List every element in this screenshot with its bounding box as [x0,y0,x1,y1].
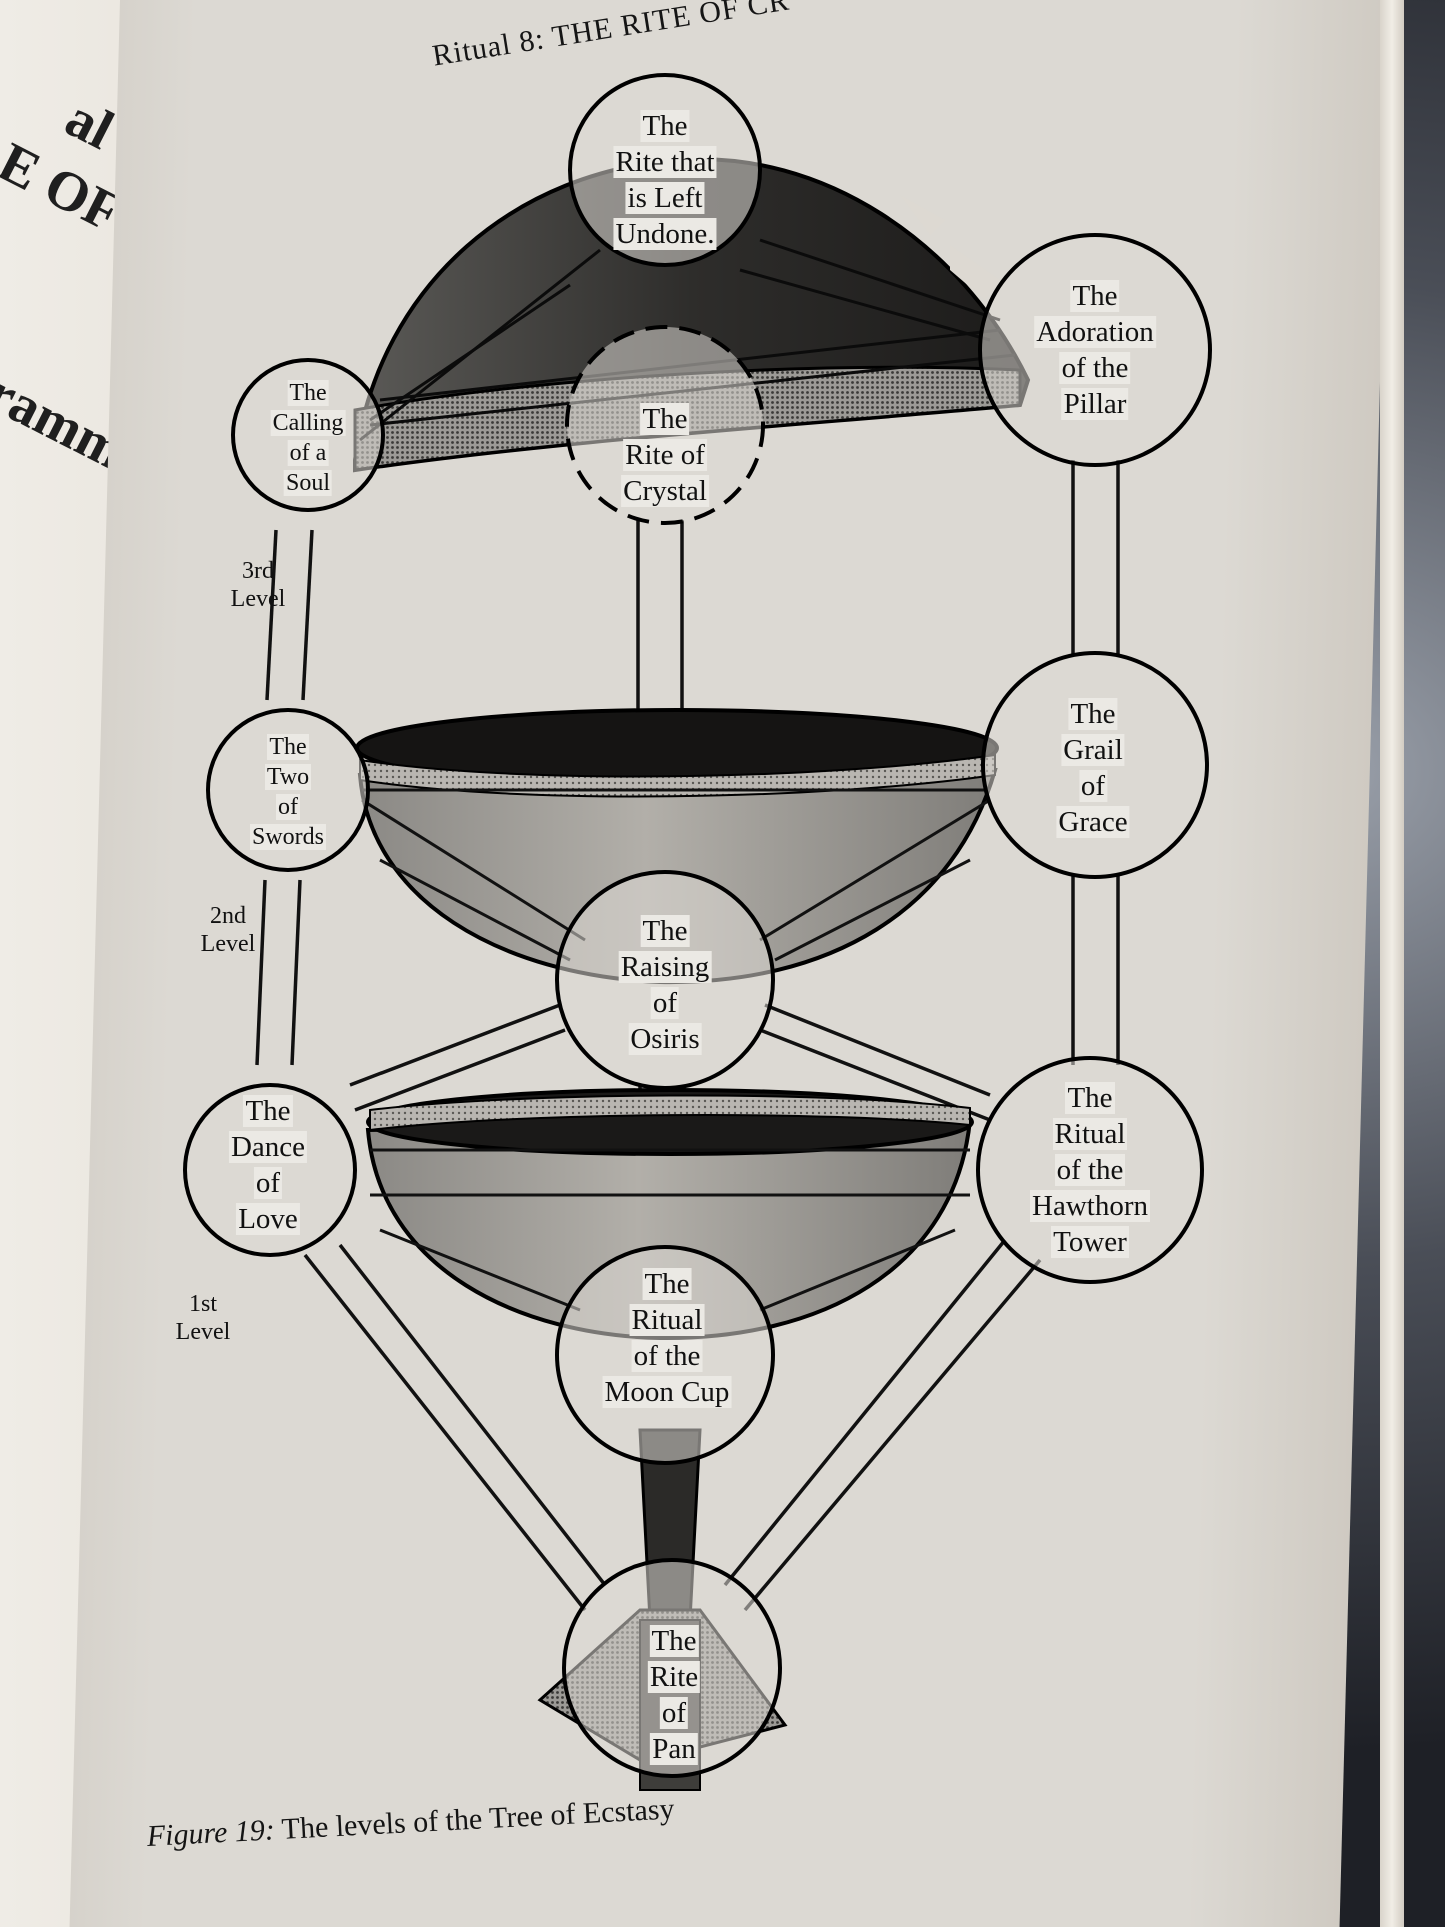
sphere-label-line: The [1070,280,1120,312]
sphere-label-line: Ritual [1052,1118,1128,1150]
sphere-label-line: The [1065,1082,1115,1114]
sphere-label-line: The [243,1095,293,1127]
sphere-label-line: Undone. [613,218,717,250]
sphere-label-line: Hawthorn [1030,1190,1150,1222]
sphere-label-line: is Left [625,182,705,214]
sphere-label-line: The [640,110,690,142]
sphere-label-line: The [640,915,690,947]
sphere-label-line: The [267,734,309,760]
sphere-adoration-pillar [978,233,1212,467]
sphere-label-line: Rite that [613,146,717,178]
sphere-label-line: The [649,1625,699,1657]
sphere-label-line: Ritual [629,1304,705,1336]
spheres [183,73,1212,1778]
sphere-label-line: of [253,1167,283,1199]
sphere-label-line: Rite [647,1661,701,1693]
sphere-label-line: The [287,380,329,406]
sphere-label-line: Adoration [1034,316,1156,348]
sphere-label-line: of the [1054,1154,1126,1186]
sphere-label-line: Pillar [1061,388,1129,420]
sphere-label-line: Moon Cup [602,1376,732,1408]
sphere-label-line: The [640,403,690,435]
sphere-label-line: Soul [283,470,333,496]
sphere-label-line: Two [264,764,312,790]
sphere-label-line: of a [287,440,329,466]
sphere-label-line: Rite of [623,439,707,471]
sphere-two-swords [206,708,370,872]
sphere-label-line: The [1068,698,1118,730]
sphere-label-line: The [642,1268,692,1300]
lower-bowl [365,1088,974,1341]
sphere-label-line: Dance [228,1131,308,1163]
sphere-label-line: Pan [650,1733,698,1765]
page-edge [1380,0,1404,1927]
sphere-label-line: of [650,987,680,1019]
sphere-label-line: Love [236,1203,300,1235]
sphere-label-line: Grail [1061,734,1125,766]
sphere-label-line: of the [1059,352,1131,384]
sphere-label-line: Swords [249,824,327,850]
sphere-label-line: Calling [270,410,346,436]
sphere-label-line: Tower [1051,1226,1129,1258]
sphere-label-line: Crystal [621,475,709,507]
sphere-label-line: Osiris [628,1023,702,1055]
sphere-label-line: of [659,1697,689,1729]
sphere-label-line: of the [631,1340,703,1372]
figure-number: Figure 19: [146,1813,276,1853]
sphere-label-line: of [1078,770,1108,802]
sphere-label-line: Grace [1056,806,1130,838]
sphere-label-line: Raising [618,951,712,983]
sphere-label-line: of [275,794,300,820]
